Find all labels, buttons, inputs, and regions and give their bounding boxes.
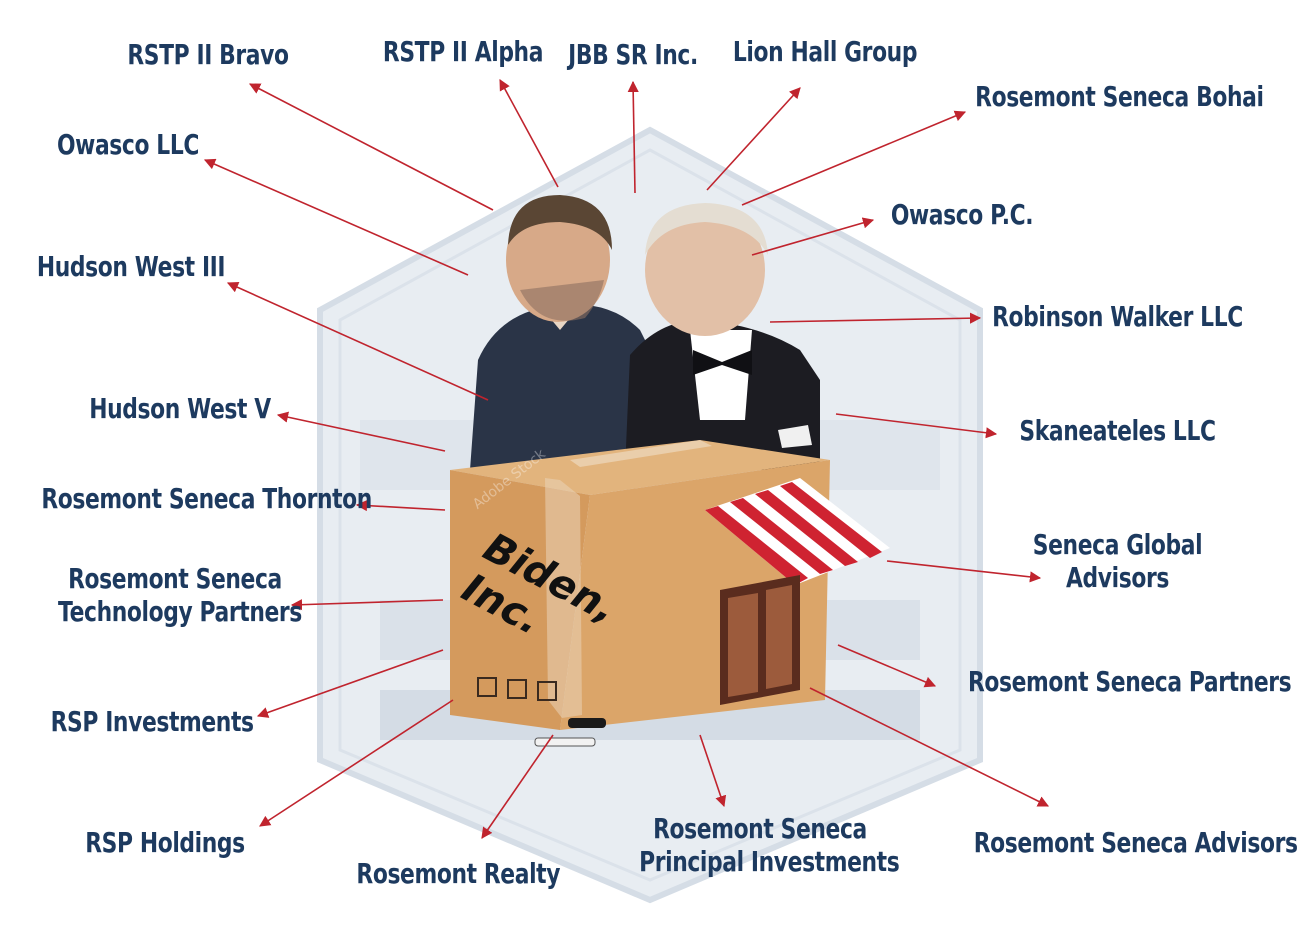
- arrow-owasco-pc: [751, 217, 875, 256]
- entity-rosemont-seneca-technology-partners: Rosemont Seneca Technology Partners: [58, 562, 302, 629]
- entity-label-line: RSTP II Bravo: [127, 38, 289, 71]
- entity-label-line: Robinson Walker LLC: [992, 300, 1243, 333]
- left-person-figure: [470, 195, 660, 470]
- right-person-figure: [625, 203, 820, 470]
- entity-hudson-west-iii: Hudson West III: [29, 250, 233, 283]
- entity-rosemont-seneca-partners: Rosemont Seneca Partners: [967, 665, 1292, 698]
- entity-rstp-ii-alpha: RSTP II Alpha: [377, 35, 549, 68]
- entity-hudson-west-v: Hudson West V: [86, 392, 273, 425]
- entity-label-line: Lion Hall Group: [732, 35, 918, 68]
- arrow-rsp-holdings: [259, 699, 454, 827]
- arrow-owasco-llc: [203, 158, 469, 276]
- arrow-hudson-west-v: [276, 411, 446, 452]
- arrow-robinson-walker-llc: [769, 312, 982, 324]
- entity-rstp-ii-bravo: RSTP II Bravo: [114, 38, 301, 71]
- entity-robinson-walker-llc: Robinson Walker LLC: [991, 300, 1245, 333]
- entity-label-line: Advisors: [1066, 561, 1169, 595]
- entity-owasco-pc: Owasco P.C.: [884, 198, 1040, 231]
- arrow-rosemont-seneca-advisors: [809, 687, 1050, 807]
- entity-seneca-global-advisors: Seneca Global Advisors: [1026, 528, 1209, 594]
- entity-label-line: Owasco P.C.: [890, 198, 1034, 231]
- entity-skaneateles-llc: Skaneateles LLC: [1018, 414, 1217, 447]
- entity-label-line: RSP Holdings: [85, 826, 245, 859]
- entity-label-line: Rosemont Seneca Bohai: [975, 80, 1264, 113]
- entity-label-line: Hudson West III: [36, 250, 226, 283]
- arrow-rstp-ii-bravo: [249, 83, 494, 211]
- arrow-rosemont-realty: [481, 734, 554, 839]
- entity-label-line: Owasco LLC: [56, 128, 199, 161]
- entity-label-line: Rosemont Seneca Advisors: [973, 826, 1298, 859]
- arrow-rosemont-seneca-bohai: [741, 110, 967, 206]
- entity-rsp-holdings: RSP Holdings: [83, 826, 247, 859]
- arrow-jbb-sr-inc: [627, 80, 639, 194]
- entity-label-line: Technology Partners: [58, 595, 302, 629]
- arrow-skaneateles-llc: [835, 413, 998, 439]
- arrow-rosemont-seneca-technology-partners: [290, 599, 444, 611]
- entity-label-line: Rosemont Seneca: [68, 562, 282, 595]
- entity-rsp-investments: RSP Investments: [51, 705, 254, 738]
- entity-label-line: Rosemont Seneca Partners: [967, 665, 1292, 698]
- entity-rosemont-realty: Rosemont Realty: [356, 857, 561, 890]
- entity-owasco-llc: Owasco LLC: [50, 128, 206, 161]
- entity-rosemont-seneca-principal-investments: Rosemont Seneca Principal Investments: [639, 812, 900, 879]
- entity-jbb-sr-inc: JBB SR Inc.: [559, 38, 707, 71]
- entity-label-line: Seneca Global: [1032, 528, 1203, 561]
- entity-rosemont-seneca-bohai: Rosemont Seneca Bohai: [975, 80, 1264, 113]
- entity-label-line: Rosemont Realty: [356, 857, 561, 890]
- arrow-rosemont-seneca-partners: [837, 644, 937, 688]
- entity-label-line: Principal Investments: [639, 845, 900, 879]
- entity-label-line: JBB SR Inc.: [568, 38, 698, 71]
- arrow-rosemont-seneca-thornton: [355, 499, 446, 512]
- entity-label-line: Hudson West V: [89, 392, 271, 425]
- entity-lion-hall-group: Lion Hall Group: [724, 35, 927, 68]
- arrow-rstp-ii-alpha: [499, 79, 559, 188]
- entity-rosemont-seneca-advisors: Rosemont Seneca Advisors: [973, 826, 1298, 859]
- arrow-lion-hall-group: [706, 87, 801, 191]
- arrow-seneca-global-advisors: [886, 560, 1042, 583]
- entity-label-line: Skaneateles LLC: [1019, 414, 1216, 447]
- arrow-rsp-investments: [256, 649, 444, 718]
- entity-label-line: RSP Investments: [50, 705, 254, 738]
- arrow-rosemont-seneca-principal-investments: [699, 734, 727, 808]
- entity-rosemont-seneca-thornton: Rosemont Seneca Thornton: [41, 482, 372, 515]
- biden-inc-box: [450, 440, 890, 747]
- entity-label-line: Rosemont Seneca Thornton: [41, 482, 372, 515]
- entity-label-line: RSTP II Alpha: [382, 35, 544, 68]
- arrow-hudson-west-iii: [226, 282, 489, 401]
- entity-label-line: Rosemont Seneca: [653, 812, 867, 845]
